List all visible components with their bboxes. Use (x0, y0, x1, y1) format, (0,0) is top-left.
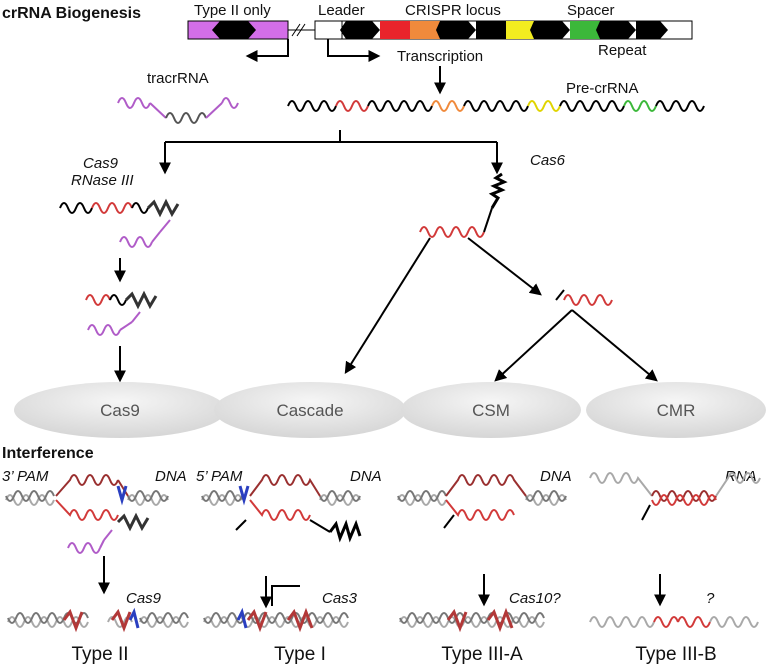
type2-nuclease-label: Cas9 (126, 590, 162, 607)
spacer-green (570, 21, 600, 39)
crispr-locus-label: CRISPR locus (405, 2, 501, 19)
csm-cmr-arrow (467, 237, 542, 296)
type3a-product-dna (399, 607, 545, 633)
type2-label: Type II (71, 644, 128, 665)
complex-cmr: CMR (586, 382, 766, 438)
type1-label: Type I (274, 644, 326, 665)
type3b-nuclease-label: ? (706, 590, 715, 607)
type2-only-label: Type II only (194, 2, 271, 19)
type2-product-dna (7, 607, 189, 633)
complex-cascade: Cascade (214, 382, 406, 438)
complex-csm: CSM (401, 382, 581, 438)
type1-product-dna (203, 607, 349, 633)
spacer-red (380, 21, 410, 39)
pre-crrna-label: Pre-crRNA (566, 80, 639, 97)
cmr-arrow (571, 309, 658, 382)
cas3-bracket (271, 585, 300, 606)
type2-repeat-element (212, 21, 256, 39)
type3b-interference-complex (589, 472, 761, 521)
short-crrna (555, 289, 613, 306)
repeat-element (436, 21, 476, 39)
repeat-element (476, 21, 506, 39)
precrrna-transcription-arrow (327, 39, 381, 62)
type3a-interference-complex (397, 474, 567, 529)
section-title-interference: Interference (2, 445, 94, 462)
tracrrna-molecule (117, 97, 239, 124)
transcription-label: Transcription (397, 48, 483, 65)
leader-block (314, 20, 343, 40)
cascade-arrow (344, 237, 431, 375)
spacer-orange (410, 21, 440, 39)
panel1-target-label: DNA (155, 468, 187, 485)
crispr-locus-diagram (187, 20, 693, 40)
tracr-transcription-arrow (245, 39, 289, 62)
mature-crrna-tracrrna (85, 290, 158, 336)
cas6-intermediate-crrna (419, 172, 508, 238)
leader-label: Leader (318, 2, 365, 19)
type3a-nuclease-label: Cas10? (509, 590, 561, 607)
processing-branch-lines (164, 130, 498, 170)
complex-csm-label: CSM (472, 401, 510, 420)
cas9-enzyme-label: Cas9 (83, 155, 119, 172)
section-title-biogenesis: crRNA Biogenesis (2, 5, 141, 22)
complex-cas9-label: Cas9 (100, 401, 140, 420)
repeat-element (636, 21, 668, 39)
cas6-enzyme-label: Cas6 (530, 152, 566, 169)
panel2-target-label: DNA (350, 468, 382, 485)
complex-cascade-label: Cascade (276, 401, 343, 420)
type2-interference-complex (5, 474, 169, 554)
panel1-pam-label: 3’ PAM (2, 468, 49, 485)
repeat-element (596, 21, 636, 39)
csm-arrow (494, 309, 573, 382)
panel3-target-label: DNA (540, 468, 572, 485)
type3b-label: Type III-B (635, 644, 716, 665)
complex-cas9: Cas9 (14, 382, 226, 438)
rnase3-enzyme-label: RNase III (71, 172, 134, 189)
repeat-label: Repeat (598, 42, 647, 59)
spacer-yellow (506, 21, 534, 39)
pre-crrna-molecule (287, 100, 705, 112)
type1-interference-complex (201, 474, 362, 543)
repeat-element (340, 21, 380, 39)
type1-nuclease-label: Cas3 (322, 590, 358, 607)
crrna-tracrrna-duplex (59, 198, 180, 248)
panel2-pam-label: 5’ PAM (196, 468, 243, 485)
repeat-element (530, 21, 570, 39)
type3a-label: Type III-A (441, 644, 523, 665)
complex-cmr-label: CMR (657, 401, 696, 420)
tracrrna-label: tracrRNA (147, 70, 209, 87)
spacer-label: Spacer (567, 2, 615, 19)
type3b-product-rna (589, 616, 759, 628)
